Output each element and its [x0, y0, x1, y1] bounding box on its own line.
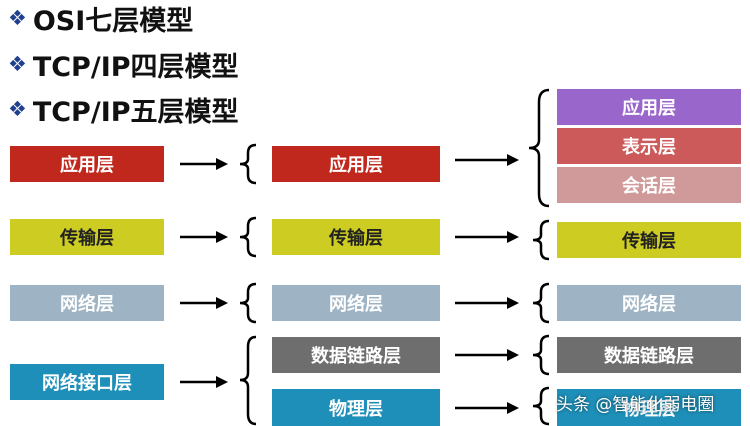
watermark: 头条 @智能化弱电圈 — [556, 395, 715, 415]
bullet-text: TCP/IP五层模型 — [32, 96, 239, 128]
right-arrow-icon — [455, 231, 519, 243]
osi-datalink: 数据链路层 — [557, 337, 741, 373]
diamond-bullet-icon: ❖ — [8, 6, 27, 30]
osi-transport: 传输层 — [557, 222, 741, 258]
five-layer-network: 网络层 — [272, 285, 440, 321]
right-arrow-icon — [455, 402, 519, 414]
osi-presentation: 表示层 — [557, 128, 741, 164]
curly-brace-icon — [532, 334, 550, 376]
bullet-text: OSI七层模型 — [32, 5, 194, 37]
five-layer-physical: 物理层 — [272, 389, 440, 426]
five-layer-transport: 传输层 — [272, 219, 440, 255]
right-arrow-icon — [455, 349, 519, 361]
right-arrow-icon — [180, 297, 228, 309]
curly-brace-icon — [532, 219, 550, 261]
curly-brace-icon — [528, 88, 550, 208]
osi-physical: 物理层 — [557, 389, 741, 426]
five-layer-datalink: 数据链路层 — [272, 337, 440, 373]
osi-session: 会话层 — [557, 167, 741, 203]
bullet-text: TCP/IP四层模型 — [32, 51, 239, 83]
right-arrow-icon — [180, 231, 228, 243]
diamond-bullet-icon: ❖ — [8, 97, 27, 121]
bullet-tcpip-four: ❖ TCP/IP四层模型 — [8, 46, 239, 83]
curly-brace-icon — [532, 386, 550, 426]
four-layer-application: 应用层 — [10, 146, 164, 182]
bullet-osi: ❖ OSI七层模型 — [8, 0, 194, 37]
curly-brace-icon — [239, 282, 257, 324]
right-arrow-icon — [180, 376, 228, 388]
osi-network: 网络层 — [557, 285, 741, 321]
right-arrow-icon — [455, 154, 519, 166]
curly-brace-icon — [239, 216, 257, 258]
four-layer-transport: 传输层 — [10, 219, 164, 255]
four-layer-interface: 网络接口层 — [10, 364, 164, 400]
curly-brace-icon — [532, 282, 550, 324]
osi-application: 应用层 — [557, 89, 741, 125]
diamond-bullet-icon: ❖ — [8, 52, 27, 76]
bullet-tcpip-five: ❖ TCP/IP五层模型 — [8, 91, 239, 128]
right-arrow-icon — [455, 297, 519, 309]
right-arrow-icon — [180, 158, 228, 170]
five-layer-application: 应用层 — [272, 146, 440, 182]
curly-brace-icon — [239, 143, 257, 185]
curly-brace-icon — [239, 335, 257, 426]
four-layer-network: 网络层 — [10, 285, 164, 321]
